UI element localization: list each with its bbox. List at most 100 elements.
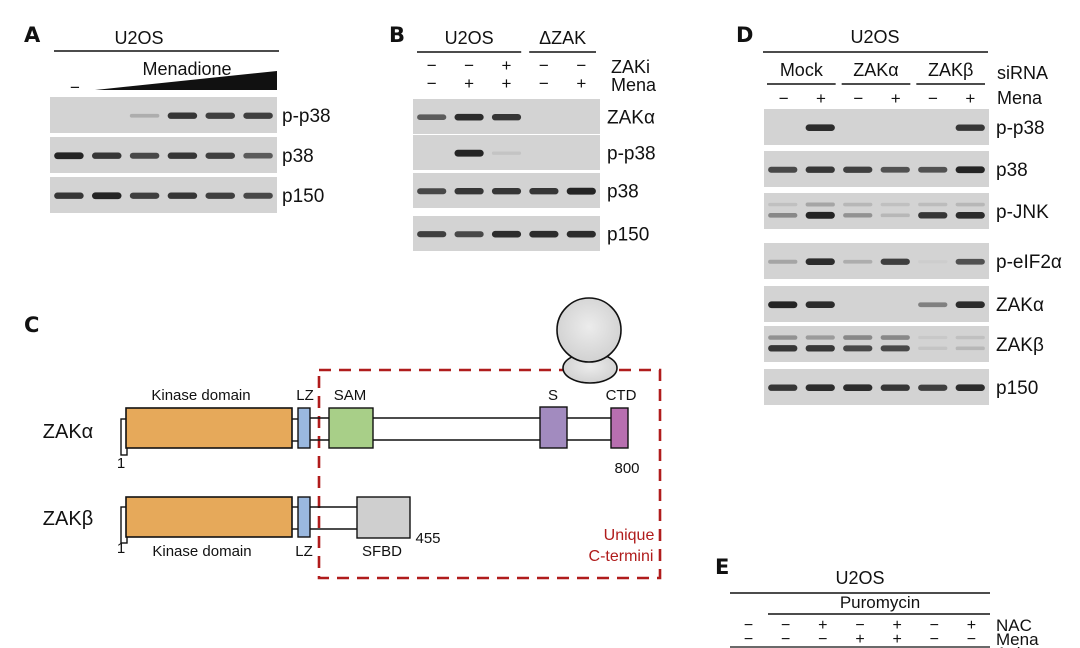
condition-symbol: − — [744, 631, 753, 648]
band — [918, 260, 947, 263]
band — [955, 124, 985, 131]
domain-label-kinase: Kinase domain — [151, 387, 250, 404]
band — [955, 258, 985, 265]
band — [768, 166, 798, 173]
blot-membrane — [764, 286, 989, 322]
band — [805, 166, 835, 173]
blot-label: ZAKα — [996, 295, 1044, 316]
protein-zak-alpha: ZAKα 1 Kinase domain LZ SAM S CTD 800 — [43, 387, 640, 477]
blot-label: p150 — [996, 378, 1038, 399]
condition-symbol: − — [967, 631, 976, 648]
band — [768, 345, 798, 352]
band — [880, 213, 910, 218]
blot-label: p38 — [607, 182, 639, 203]
condition-symbol: − — [464, 56, 474, 75]
band-upper — [955, 202, 985, 207]
condition-symbol: + — [502, 74, 512, 93]
band-upper — [918, 202, 948, 207]
panel-letter-e: E — [715, 555, 729, 579]
band — [454, 149, 484, 157]
condition-label: Mena — [997, 88, 1043, 108]
band — [566, 230, 596, 238]
domain-kinase — [125, 407, 293, 449]
condition-label: Ani — [996, 644, 1021, 648]
blot-membrane — [764, 243, 989, 279]
panel-e-conditions: −−+−+−+NAC−−−++−−Mena−−−−−++Ani — [730, 616, 1039, 648]
condition-symbol: − — [853, 89, 863, 108]
blot-label: p150 — [607, 225, 649, 246]
blot-label: ZAKβ — [996, 335, 1044, 356]
band — [167, 152, 198, 159]
condition-symbol: − — [928, 89, 938, 108]
ribosome-large-subunit — [556, 297, 622, 363]
band — [805, 258, 835, 266]
domain-ctd — [610, 407, 629, 449]
blot-label: p38 — [282, 146, 314, 167]
band-upper — [843, 202, 873, 207]
panel-c-diagram: ZAKα 1 Kinase domain LZ SAM S CTD 800 — [43, 297, 662, 580]
condition-symbol: + — [576, 74, 586, 93]
band — [955, 212, 985, 219]
condition-symbol: − — [781, 617, 790, 634]
band — [205, 192, 236, 199]
blot-row-p38: p38 — [764, 151, 1028, 187]
condition-symbol: + — [892, 631, 901, 648]
band — [454, 188, 484, 195]
band — [491, 230, 522, 238]
panel-e-cell-line: U2OS — [835, 568, 884, 588]
band-upper — [880, 335, 910, 340]
band — [955, 301, 985, 309]
blot-row-p38: p38 — [50, 137, 314, 173]
panel-letter-d: D — [736, 23, 753, 47]
unique-c-termini-label-line2: C-termini — [589, 548, 654, 565]
band — [918, 384, 948, 391]
band — [491, 188, 522, 195]
panel-a-cell-line: U2OS — [114, 28, 163, 48]
band — [205, 112, 236, 119]
panel-a-treatment: Menadione — [142, 59, 231, 79]
band — [566, 187, 596, 195]
band — [529, 230, 559, 238]
domain-lz — [297, 407, 311, 449]
domain-sfbd — [356, 496, 411, 539]
band — [768, 213, 798, 218]
band-upper — [768, 335, 798, 340]
blot-membrane — [764, 109, 989, 145]
condition-label: NAC — [996, 616, 1032, 635]
band — [955, 384, 985, 392]
band — [243, 152, 273, 159]
blot-row-p-p38: p-p38 — [413, 135, 656, 170]
band — [843, 345, 873, 352]
band — [843, 384, 873, 392]
condition-symbol: + — [464, 74, 474, 93]
band — [54, 152, 84, 160]
unique-c-termini-label-line1: Unique — [604, 527, 655, 544]
blot-row-p38: p38 — [413, 173, 639, 208]
band — [880, 345, 910, 352]
condition-symbol: − — [576, 56, 586, 75]
domain-label-lz: LZ — [295, 543, 313, 560]
condition-label: Mena — [611, 75, 657, 95]
domain-s — [539, 406, 568, 449]
panel-a-header: U2OS Menadione − — [54, 28, 279, 97]
panel-letter-c: C — [24, 313, 39, 337]
condition-symbol: − — [781, 631, 790, 648]
band — [129, 113, 160, 118]
protein-zak-beta: ZAKβ 1 Kinase domain LZ SFBD 455 — [43, 496, 441, 560]
blot-label: p-p38 — [607, 144, 656, 165]
band — [454, 231, 484, 238]
panel-letter-a: A — [24, 23, 41, 47]
band — [768, 384, 798, 391]
band — [768, 301, 798, 309]
band — [529, 188, 559, 195]
band — [129, 192, 160, 199]
condition-symbol: − — [427, 56, 437, 75]
band — [491, 151, 522, 155]
band-upper — [768, 202, 798, 207]
domain-label-ctd: CTD — [606, 387, 637, 404]
blot-label: p-JNK — [996, 202, 1049, 223]
condition-symbol: + — [892, 617, 901, 634]
